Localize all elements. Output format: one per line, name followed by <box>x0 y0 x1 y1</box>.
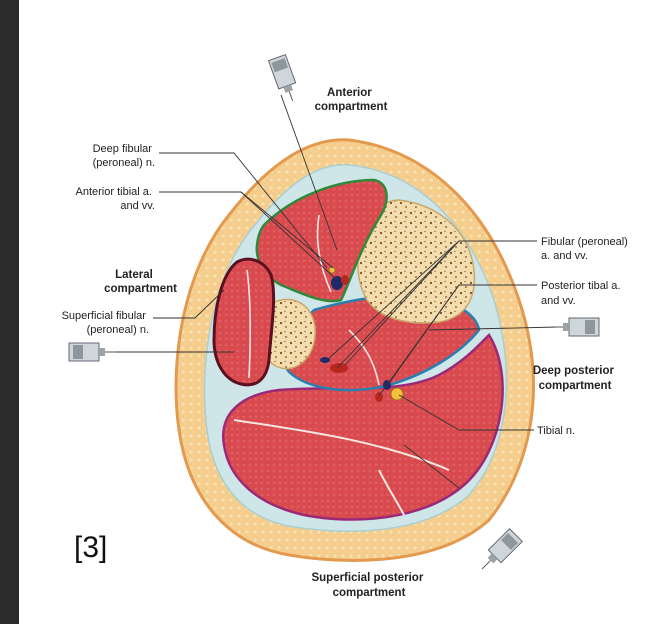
lateral-compartment-label: Lateral compartment <box>104 269 177 295</box>
tibial-nerve-label: Tibial n. <box>537 425 575 437</box>
syringe-icon <box>555 318 599 336</box>
slide: Anterior compartment Deep fibular (peron… <box>19 0 669 624</box>
fibular-vessels-label: Fibular (peroneal) a. and vv. <box>541 236 631 262</box>
posterior-tibial-label: Posterior tibal a. and vv. <box>541 280 624 307</box>
reference-number: [3] <box>74 531 107 565</box>
deep-posterior-compartment-label: Deep posterior compartment <box>533 365 617 392</box>
superficial-posterior-compartment-label: Superficial posterior compartment <box>311 572 426 599</box>
deep-fibular-nerve-label: Deep fibular (peroneal) n. <box>93 143 155 169</box>
syringe-icon <box>476 529 523 576</box>
syringe-icon <box>69 343 115 361</box>
anterior-tibial-label: Anterior tibial a. and vv. <box>76 186 156 212</box>
syringe-icon <box>268 55 301 104</box>
anterior-compartment-label: Anterior compartment <box>315 87 388 113</box>
superficial-fibular-nerve-label: Superficial fibular (peroneal) n. <box>62 310 149 336</box>
left-dark-strip <box>0 0 19 624</box>
leg-cross-section-diagram: Anterior compartment Deep fibular (peron… <box>19 0 669 624</box>
